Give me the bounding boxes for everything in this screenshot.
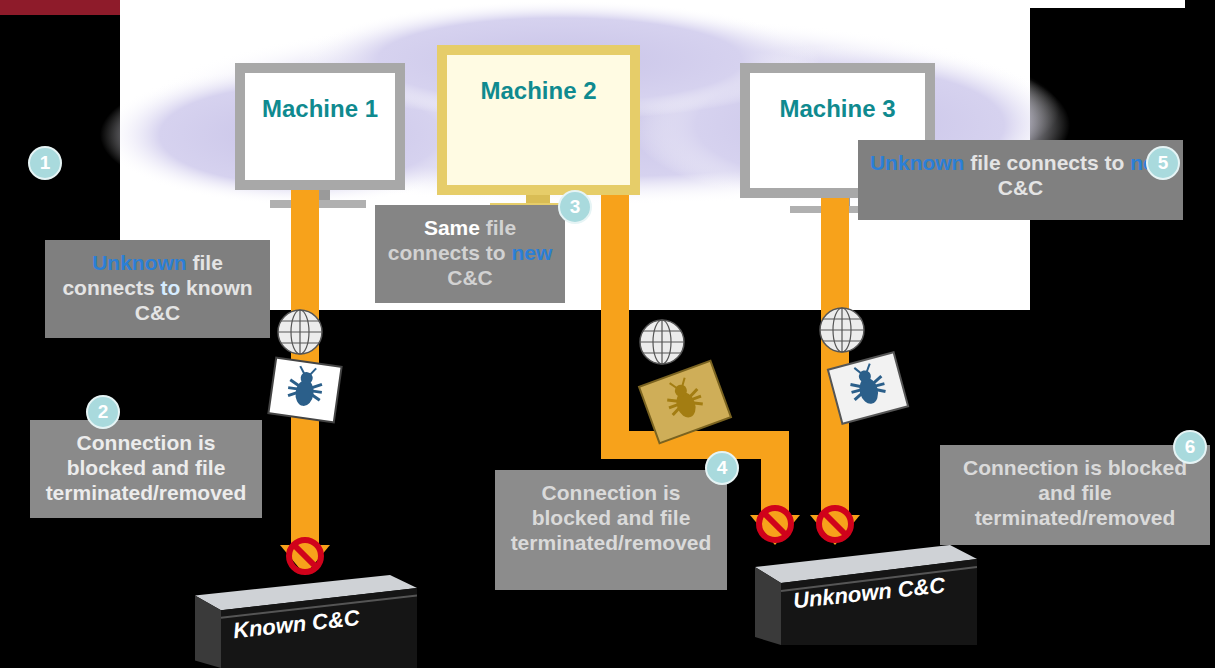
white-strip — [1000, 0, 1185, 8]
monitor: Machine 2 — [437, 45, 640, 195]
server: Known C&C — [185, 575, 417, 668]
arrow-shaft — [821, 198, 849, 517]
callout-text: Connection is blocked and file terminate… — [501, 480, 721, 556]
callout-text: Connection is blocked and file terminate… — [36, 430, 256, 506]
callout-number: 5 — [1146, 146, 1180, 180]
server: Unknown C&C — [745, 545, 977, 645]
callout-box: Connection is blocked and file terminate… — [940, 445, 1210, 545]
arrow-shaft — [615, 195, 775, 517]
callout-number: 2 — [86, 395, 120, 429]
callout-text: Same file connects to new C&C — [381, 215, 559, 291]
callout-box: Connection is blocked and file terminate… — [495, 470, 727, 590]
callout-box: Same file connects to new C&C — [375, 205, 565, 303]
callout-box: Unknown file connects to new C&C — [858, 140, 1183, 220]
corner-bar — [0, 0, 120, 15]
callout-number: 6 — [1173, 430, 1207, 464]
callout-text: Unknown file connects to known C&C — [51, 250, 264, 326]
callout-text: Unknown file connects to new C&C — [864, 150, 1177, 200]
callout-number: 1 — [28, 146, 62, 180]
machine-name: Machine 1 — [245, 73, 395, 123]
callout-text: Connection is blocked and file terminate… — [946, 455, 1204, 531]
monitor: Machine 1 — [235, 63, 405, 190]
malware-icon — [820, 308, 908, 424]
callout-number: 3 — [558, 190, 592, 224]
callout-box: Connection is blocked and file terminate… — [30, 420, 262, 518]
machine-name: Machine 2 — [447, 55, 630, 105]
machine-name: Machine 3 — [750, 73, 925, 123]
callout-box: Unknown file connects to known C&C — [45, 240, 270, 338]
malware-icon — [268, 310, 341, 422]
malware-icon — [639, 320, 731, 443]
callout-number: 4 — [705, 451, 739, 485]
